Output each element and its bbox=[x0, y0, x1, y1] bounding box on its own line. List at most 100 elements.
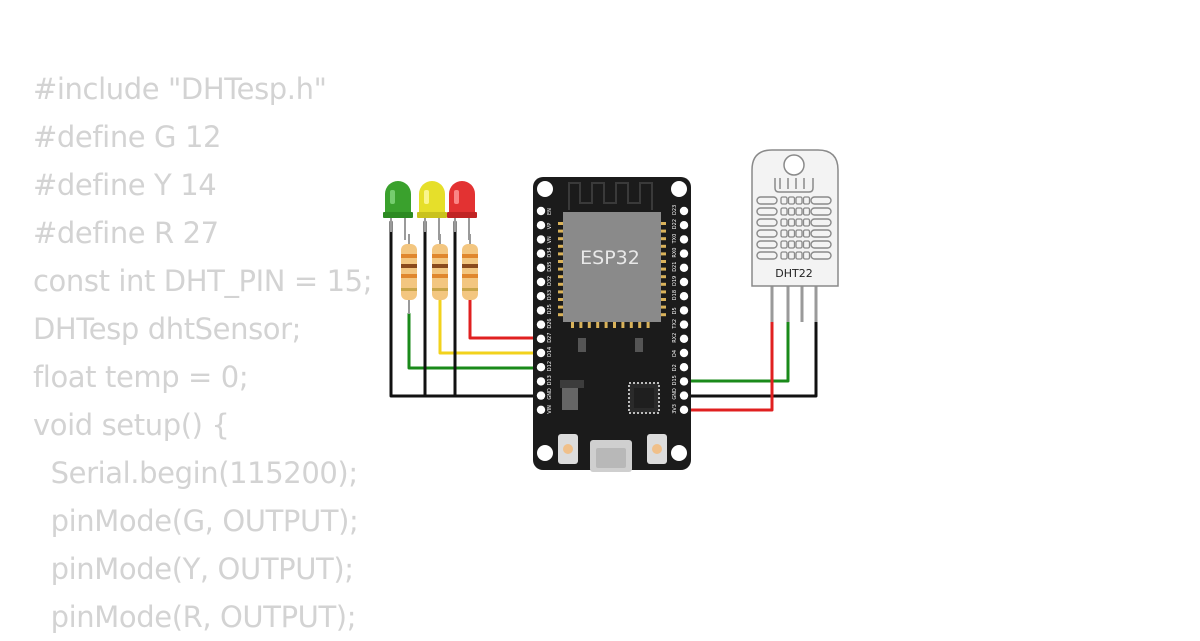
pin-label: VP bbox=[547, 223, 553, 229]
pin-vp[interactable] bbox=[536, 221, 546, 230]
pad bbox=[604, 322, 608, 328]
vent-hole bbox=[795, 251, 803, 260]
esp32-board[interactable]: ESP32 ENVPVND34D35D32D33D25D26D27D14D12D… bbox=[533, 177, 691, 472]
pin-label: D27 bbox=[547, 333, 553, 343]
code-line: Serial.begin(115200); bbox=[33, 456, 358, 490]
pin-tx0[interactable] bbox=[679, 235, 689, 244]
vent-slot bbox=[756, 240, 778, 249]
vent-hole bbox=[802, 207, 811, 216]
pin-d19[interactable] bbox=[679, 277, 689, 287]
usb-uart-chip bbox=[628, 382, 660, 414]
pin-d22[interactable] bbox=[679, 221, 689, 230]
pin-rx0[interactable] bbox=[679, 249, 689, 258]
vent-hole bbox=[787, 207, 796, 216]
vent-hole bbox=[802, 229, 811, 238]
pin-label: GND bbox=[672, 388, 678, 400]
boot-button[interactable] bbox=[647, 434, 667, 464]
pad bbox=[660, 222, 666, 225]
pin-d18[interactable] bbox=[679, 292, 689, 301]
vent-hole bbox=[795, 218, 803, 227]
led-yellow[interactable] bbox=[417, 181, 447, 240]
pin-d35[interactable] bbox=[536, 263, 546, 272]
left-header-pins: ENVPVND34D35D32D33D25D26D27D14D12D13GNDV… bbox=[536, 206, 553, 414]
pad bbox=[660, 237, 666, 241]
pin-d21[interactable] bbox=[679, 263, 689, 272]
pad bbox=[660, 298, 666, 301]
pin-label: RX2 bbox=[672, 333, 678, 343]
wire-green-led[interactable] bbox=[407, 312, 542, 370]
wire-dht-data[interactable] bbox=[684, 320, 790, 383]
pin-label: D32 bbox=[547, 276, 553, 286]
pad bbox=[558, 260, 564, 263]
pin-label: D2 bbox=[672, 364, 678, 371]
pad bbox=[579, 322, 583, 328]
pin-d12[interactable] bbox=[536, 363, 546, 372]
wire-dht-power[interactable] bbox=[684, 320, 774, 412]
pin-3v3[interactable] bbox=[679, 405, 689, 414]
pin-vn[interactable] bbox=[536, 235, 546, 244]
wire-dht-ground[interactable] bbox=[684, 320, 818, 398]
vent-slot bbox=[756, 218, 778, 227]
pin-label: EN bbox=[547, 208, 553, 215]
pad bbox=[638, 322, 642, 328]
vent-hole bbox=[787, 196, 796, 205]
wire-yellow-led[interactable] bbox=[438, 298, 542, 355]
pad bbox=[660, 282, 666, 286]
esp32-module bbox=[563, 212, 661, 322]
pin-d34[interactable] bbox=[536, 249, 546, 258]
pin-d5[interactable] bbox=[679, 306, 689, 315]
resistor-1[interactable] bbox=[401, 234, 417, 314]
pin-d23[interactable] bbox=[679, 206, 689, 216]
pad bbox=[558, 290, 564, 294]
wire-red-led[interactable] bbox=[468, 298, 542, 340]
wire-ground-leds[interactable] bbox=[389, 220, 542, 398]
pin-d33[interactable] bbox=[536, 292, 546, 301]
resistor-3[interactable] bbox=[462, 234, 478, 300]
pin-d13[interactable] bbox=[536, 377, 546, 386]
pin-label: TX0 bbox=[672, 234, 678, 245]
pad bbox=[558, 298, 564, 301]
vent-slot bbox=[810, 229, 832, 238]
pin-d4[interactable] bbox=[679, 348, 689, 358]
pin-label: D21 bbox=[672, 262, 678, 272]
pin-d32[interactable] bbox=[536, 277, 546, 287]
pin-label: D25 bbox=[547, 304, 553, 314]
pin-label: D14 bbox=[547, 347, 553, 357]
en-button[interactable] bbox=[558, 434, 578, 464]
pad bbox=[613, 322, 616, 328]
pin-label: D26 bbox=[547, 318, 553, 328]
vent-hole bbox=[795, 196, 803, 205]
vent-hole bbox=[780, 207, 788, 216]
pin-d14[interactable] bbox=[536, 348, 546, 358]
pad bbox=[660, 275, 666, 279]
pad bbox=[558, 229, 564, 233]
sensor-label: DHT22 bbox=[775, 267, 812, 280]
resistor-2[interactable] bbox=[432, 234, 448, 300]
code-line: DHTesp dhtSensor; bbox=[33, 312, 302, 346]
pin-d27[interactable] bbox=[536, 334, 546, 343]
vent-slot bbox=[810, 218, 832, 227]
pin-d2[interactable] bbox=[679, 363, 689, 372]
vent-slot bbox=[810, 207, 832, 216]
vent-hole bbox=[787, 229, 796, 238]
right-header-pins: D23D22TX0RX0D21D19D18D5TX2RX2D4D2D15GND3… bbox=[672, 205, 689, 414]
pin-en[interactable] bbox=[536, 206, 546, 216]
dht22-sensor[interactable]: DHT22 bbox=[751, 149, 839, 322]
pin-d26[interactable] bbox=[536, 320, 546, 329]
pin-d25[interactable] bbox=[536, 306, 546, 315]
vent-hole bbox=[802, 218, 811, 227]
pin-tx2[interactable] bbox=[679, 320, 689, 329]
usb-port[interactable] bbox=[590, 440, 632, 472]
code-line: #define Y 14 bbox=[33, 168, 217, 202]
led-red[interactable] bbox=[447, 181, 477, 240]
pin-d15[interactable] bbox=[679, 377, 689, 386]
led-green[interactable] bbox=[383, 181, 413, 240]
pad bbox=[558, 222, 564, 225]
pin-gnd[interactable] bbox=[536, 391, 546, 400]
vent-hole bbox=[802, 251, 811, 260]
pin-vin[interactable] bbox=[536, 405, 546, 414]
pin-gnd[interactable] bbox=[679, 391, 689, 400]
vent-slot bbox=[810, 251, 832, 260]
pin-rx2[interactable] bbox=[679, 334, 689, 343]
